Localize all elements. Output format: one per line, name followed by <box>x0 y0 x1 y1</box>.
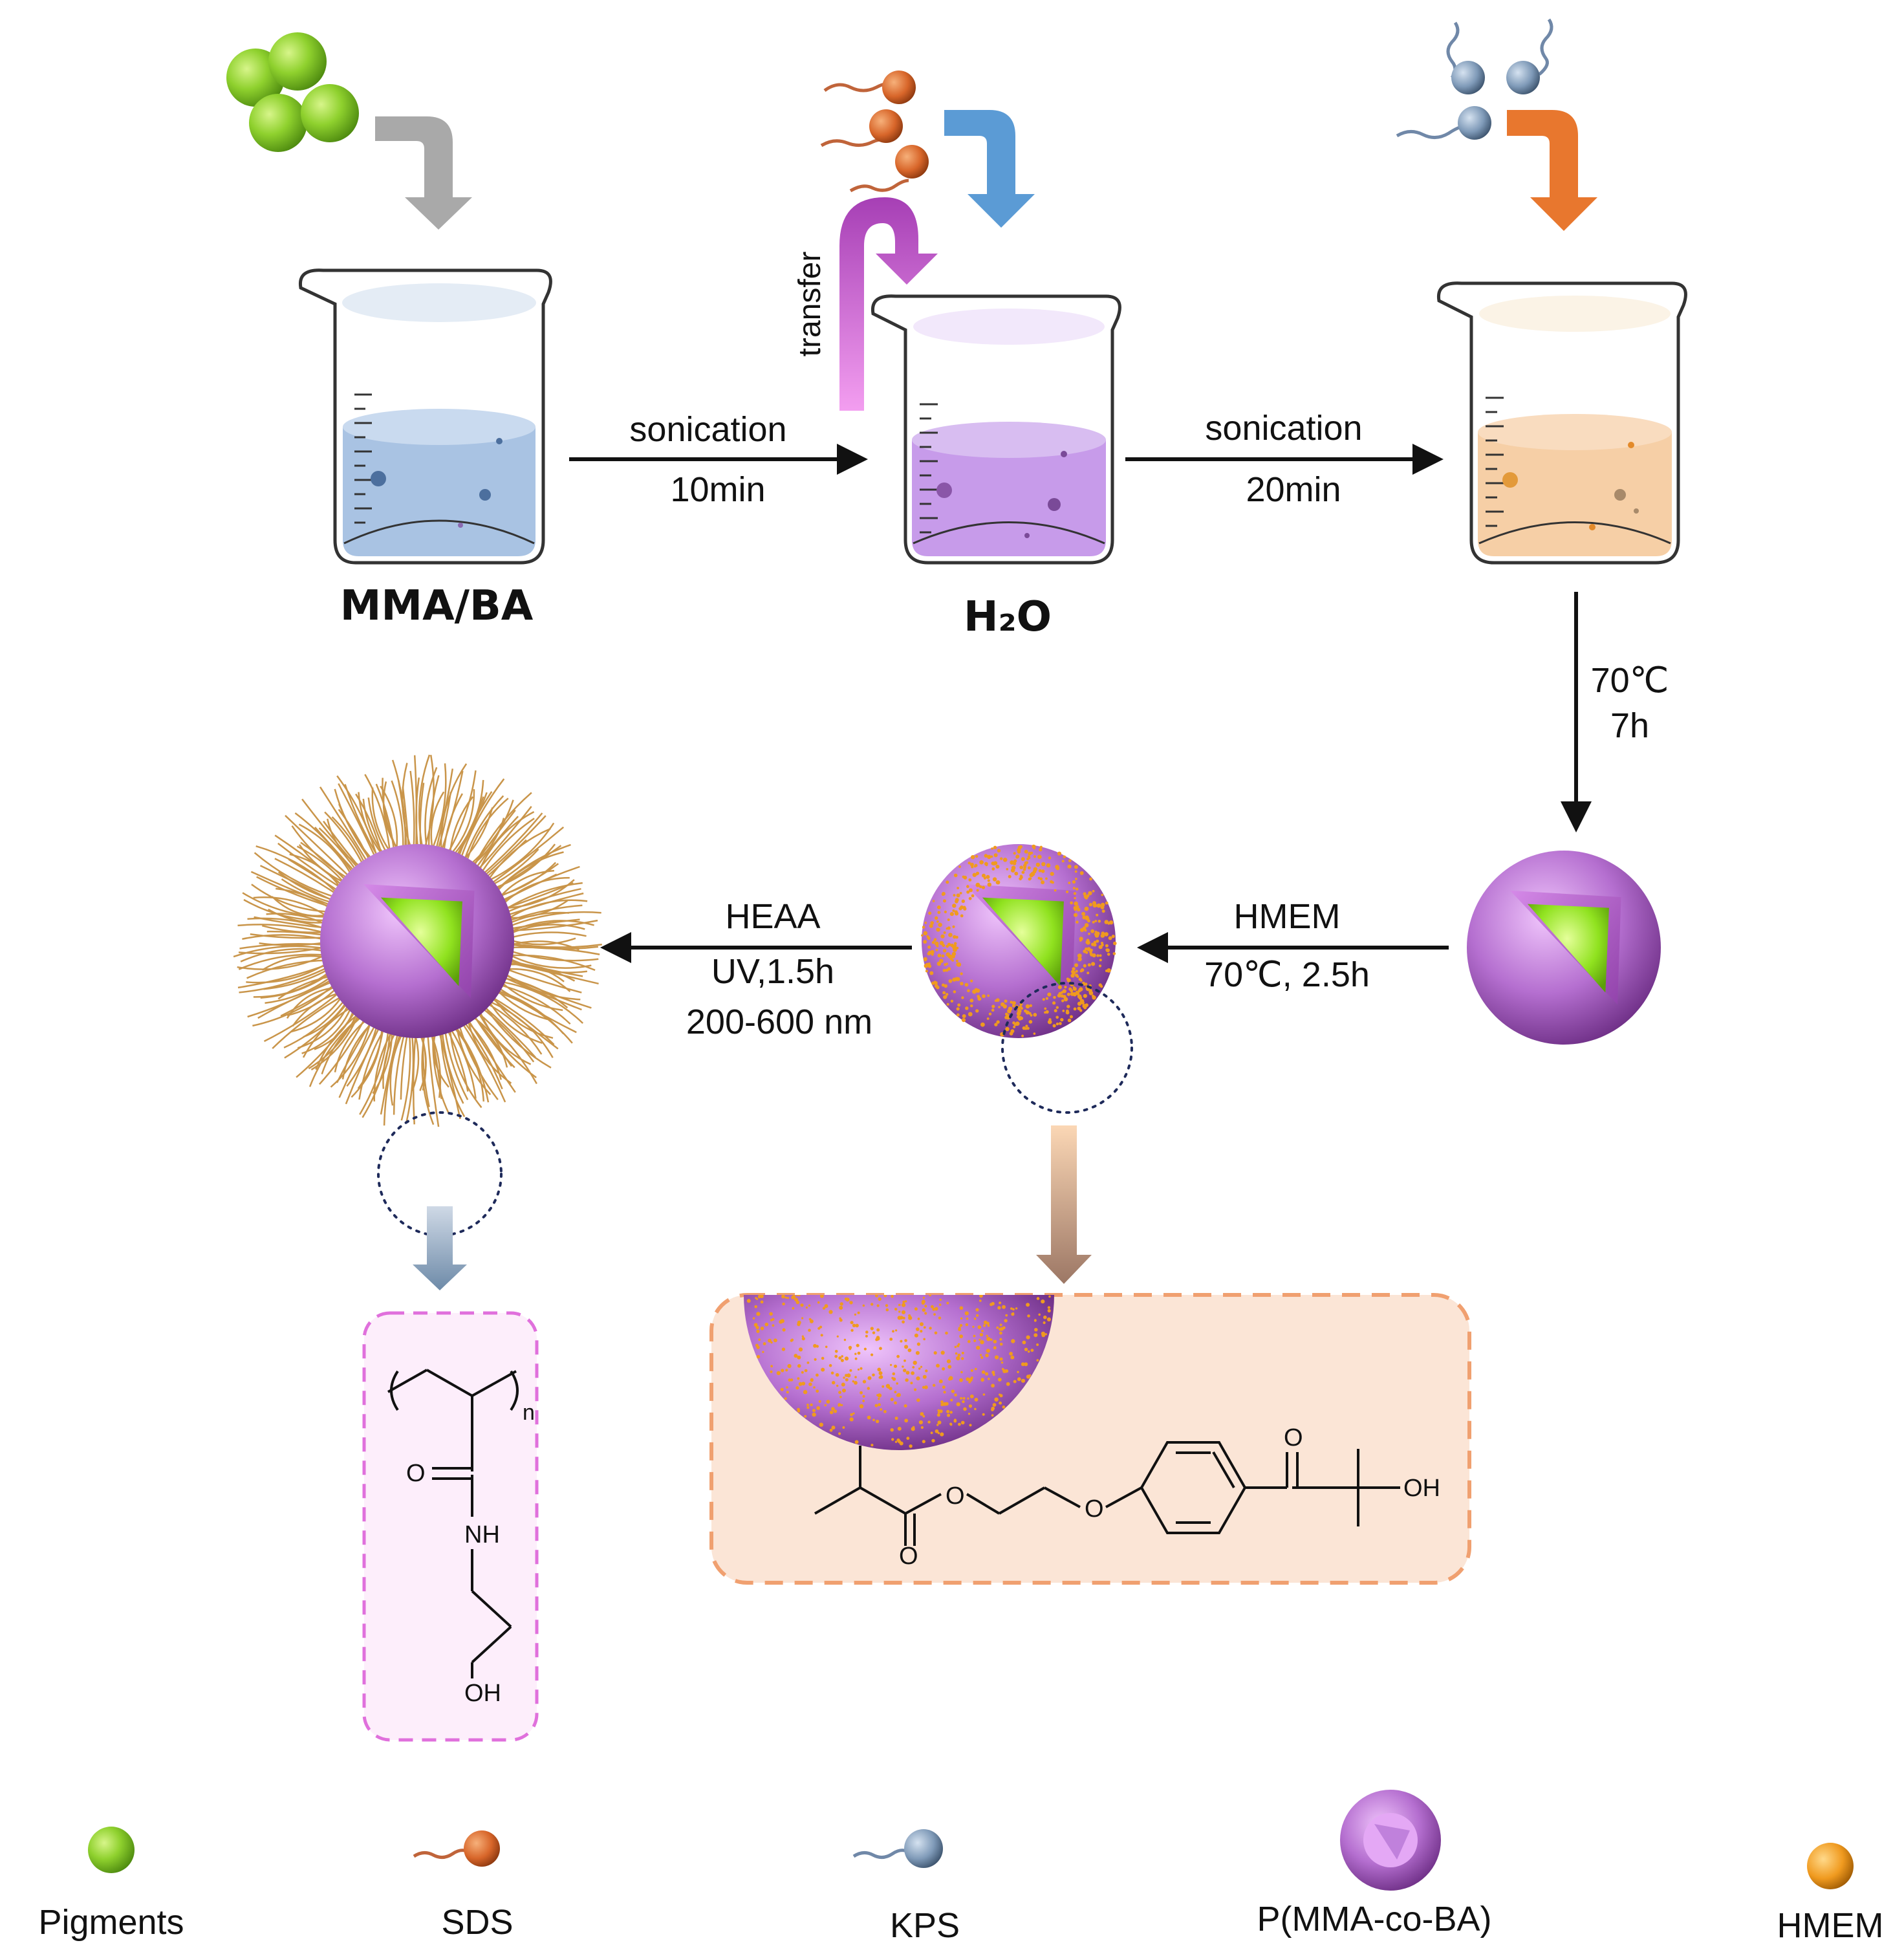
pheaa-structure <box>387 1369 519 1678</box>
legend-polymer: P(MMA-co-BA) <box>1257 1900 1492 1938</box>
gray-addition-arrow <box>375 116 472 230</box>
beaker-water <box>871 294 1121 565</box>
heaa-range-label: 200-600 nm <box>686 1003 872 1041</box>
kps-molecules <box>1396 18 1553 140</box>
heaa-zoom-arrow <box>413 1206 467 1290</box>
heaa-reagent-label: HEAA <box>725 897 820 936</box>
legend-sds-icon <box>464 1830 500 1867</box>
heaa-condition-label: UV,1.5h <box>711 952 834 991</box>
legend-pigments: Pigments <box>38 1903 184 1942</box>
hmem-grafted-particle <box>921 844 1117 1038</box>
legend-kps-icon <box>904 1829 943 1868</box>
legend-polymer-icon <box>1340 1790 1441 1891</box>
hmem-structure <box>814 1441 1400 1546</box>
polymerization-time: 7h <box>1610 706 1649 745</box>
orange-addition-arrow <box>1507 110 1597 231</box>
hmem-ester-o: O <box>946 1482 965 1510</box>
hmem-carbonyl-o: O <box>899 1543 918 1570</box>
beaker-emulsion <box>1436 281 1687 565</box>
legend: Pigments SDS KPS P(MMA-co-BA) HMEM <box>38 1790 1883 1945</box>
pigment-cluster <box>226 32 359 152</box>
sonication-2-label: sonication <box>1205 409 1362 448</box>
hmem-oh: OH <box>1403 1475 1440 1502</box>
legend-sds-tail <box>413 1849 468 1859</box>
zoom-circle-heaa <box>377 1111 503 1237</box>
time-2-label: 20min <box>1246 470 1341 509</box>
hmem-zoom-arrow <box>1036 1125 1092 1284</box>
phea-grafted-particle <box>233 754 602 1127</box>
hemisphere <box>744 1295 1054 1450</box>
hmem-ether-o: O <box>1085 1495 1104 1523</box>
legend-hmem-icon <box>1807 1843 1854 1889</box>
legend-kps: KPS <box>890 1906 960 1945</box>
transfer-label: transfer <box>793 252 827 357</box>
legend-kps-tail <box>852 1849 907 1859</box>
pmma-co-ba-particle <box>1467 851 1661 1045</box>
beaker-1-label: MMA/BA <box>340 582 534 630</box>
legend-pigment-icon <box>88 1827 135 1873</box>
legend-sds: SDS <box>441 1903 513 1942</box>
pheaa-oh: OH <box>464 1680 501 1707</box>
transfer-arrow <box>839 197 938 411</box>
blue-addition-arrow <box>944 110 1035 228</box>
sonication-1-label: sonication <box>629 410 786 449</box>
pheaa-carbonyl-o: O <box>406 1460 426 1487</box>
zoom-circle-hmem <box>1001 982 1133 1114</box>
polymerization-temp: 70℃ <box>1591 661 1669 700</box>
sds-molecules <box>820 71 929 193</box>
pheaa-subscript-n: n <box>523 1400 535 1425</box>
hmem-ketone-o: O <box>1284 1424 1303 1451</box>
time-1-label: 10min <box>670 470 765 509</box>
beaker-mma-ba <box>298 268 552 565</box>
beaker-2-label: H₂O <box>964 593 1052 641</box>
hmem-condition-label: 70℃, 2.5h <box>1204 955 1370 994</box>
hmem-reagent-label: HMEM <box>1234 897 1341 936</box>
legend-hmem: HMEM <box>1777 1906 1884 1945</box>
pheaa-nh: NH <box>464 1521 500 1548</box>
pheaa-structure-box <box>362 1311 539 1742</box>
